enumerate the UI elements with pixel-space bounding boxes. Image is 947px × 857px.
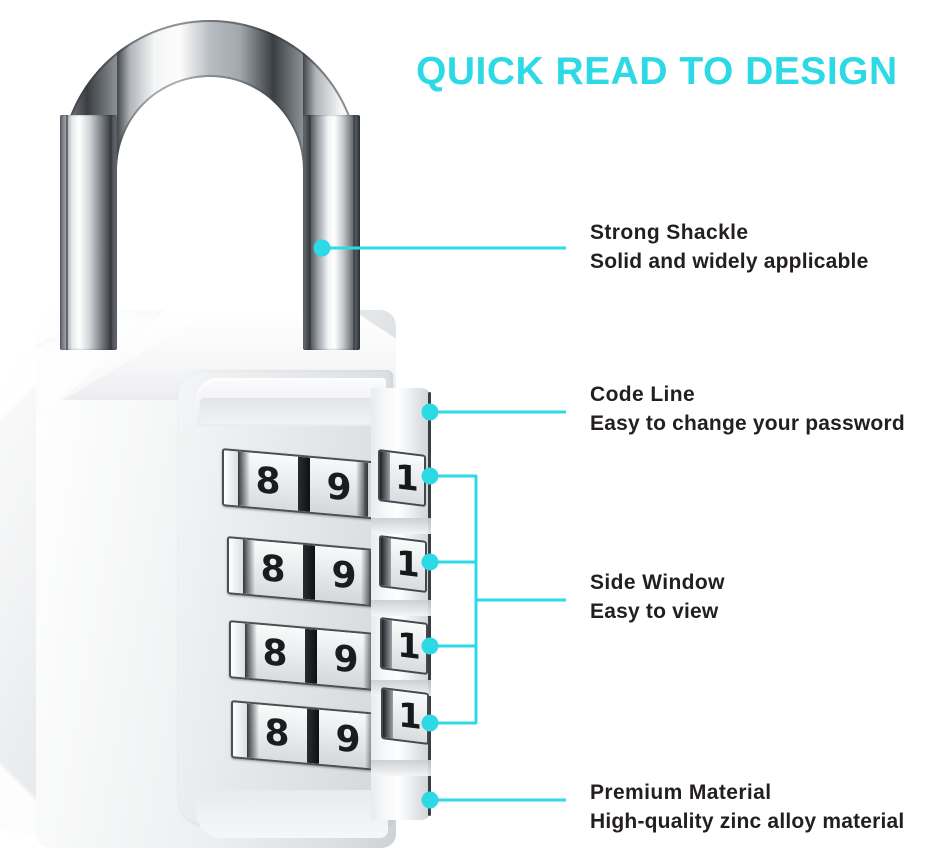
front-dial-2-edge-left (229, 538, 243, 594)
page-title: QUICK READ TO DESIGN (416, 50, 898, 93)
shackle-left-leg-line-a (66, 115, 68, 350)
front-dial-1-separator (298, 456, 310, 512)
front-dial-3-shade-left (245, 623, 257, 679)
callout-code-line: Code Line Easy to change your password (590, 381, 947, 438)
side-window-2-edge (381, 537, 391, 587)
callout-side-window-subtitle: Easy to view (590, 600, 719, 623)
front-dial-2-shade-left (243, 539, 255, 595)
side-groove-4 (371, 760, 431, 776)
callout-strong-shackle-title: Strong Shackle (590, 221, 749, 244)
side-window-2[interactable]: 1 (379, 535, 427, 593)
callout-strong-shackle: Strong Shackle Solid and widely applicab… (590, 219, 947, 276)
front-dial-4-edge-left (233, 702, 247, 758)
front-dial-4-shade-left (247, 703, 259, 759)
shackle-right-leg-line-a (309, 115, 311, 350)
side-window-1[interactable]: 1 (378, 449, 426, 507)
shackle (60, 20, 360, 350)
front-dial-1-shade-left (238, 451, 250, 507)
shackle-left-leg-line-b (110, 115, 112, 350)
side-window-4[interactable]: 1 (381, 687, 429, 745)
side-groove-2 (371, 600, 431, 616)
side-window-4-edge (383, 689, 393, 739)
side-window-1-edge (380, 451, 390, 501)
dial-plate-bottom-ledge (196, 790, 388, 838)
callout-premium-material: Premium Material High-quality zinc alloy… (590, 779, 947, 836)
side-window-2-digit: 1 (391, 538, 425, 591)
shackle-left-leg (60, 115, 117, 350)
dial-plate-notch (200, 398, 386, 424)
front-dial-3-separator (305, 628, 317, 684)
callout-code-line-title: Code Line (590, 383, 696, 406)
shackle-right-leg-line-b (353, 115, 355, 350)
side-window-1-digit: 1 (390, 452, 424, 505)
callout-side-window: Side Window Easy to view (590, 569, 947, 626)
callout-strong-shackle-subtitle: Solid and widely applicable (590, 250, 869, 273)
product-photo: 8 9 8 9 8 9 8 9 1 (0, 0, 470, 857)
side-window-3-digit: 1 (392, 620, 426, 673)
callout-code-line-subtitle: Easy to change your password (590, 412, 905, 435)
front-dial-2-separator (303, 544, 315, 600)
callout-premium-material-title: Premium Material (590, 781, 772, 804)
front-dial-1-shade-right (356, 461, 368, 517)
callout-premium-material-subtitle: High-quality zinc alloy material (590, 810, 905, 833)
front-dial-4-separator (307, 708, 319, 764)
side-window-3[interactable]: 1 (380, 617, 428, 675)
side-window-4-digit: 1 (393, 690, 427, 743)
front-dial-3-edge-left (231, 622, 245, 678)
side-window-3-edge (382, 619, 392, 669)
front-dial-1-edge-left (224, 450, 238, 506)
callout-side-window-title: Side Window (590, 571, 725, 594)
side-groove-1 (371, 518, 431, 534)
shackle-right-leg (303, 115, 360, 350)
